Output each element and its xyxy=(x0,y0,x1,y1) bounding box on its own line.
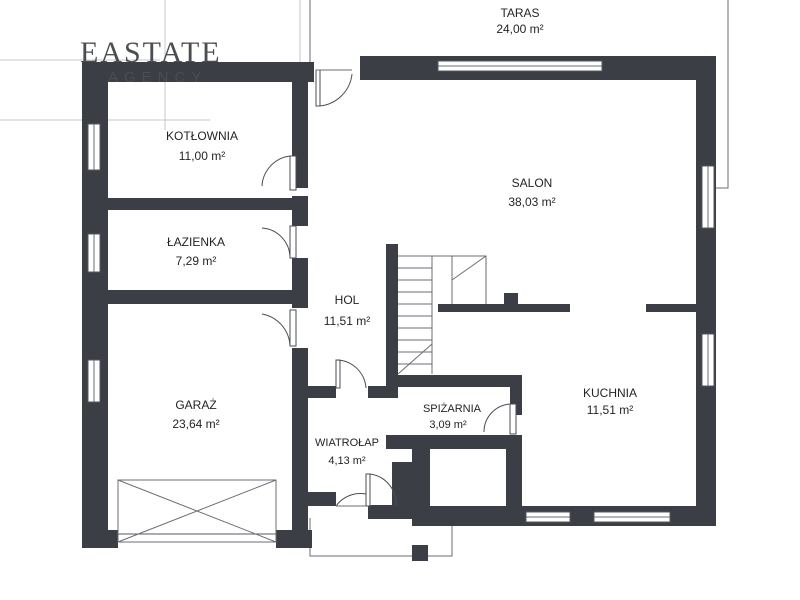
room-name-spizarnia: SPIŻARNIA xyxy=(423,402,482,415)
room-area-lazienka: 7,29 m² xyxy=(176,254,217,268)
staircase xyxy=(397,255,487,375)
door-lazienka xyxy=(261,225,297,259)
door-garaz xyxy=(261,309,297,347)
logo-subtitle: AGENCY xyxy=(108,69,207,86)
room-area-taras: 24,00 m² xyxy=(496,22,543,36)
room-name-garaz: GARAŻ xyxy=(175,398,216,412)
room-name-kotlownia: KOTŁOWNIA xyxy=(166,129,238,143)
doors xyxy=(261,69,517,507)
terrace-outline xyxy=(309,0,729,189)
room-area-spizarnia: 3,09 m² xyxy=(429,419,467,431)
room-name-hol: HOL xyxy=(335,293,360,307)
room-area-garaz: 23,64 m² xyxy=(172,417,219,431)
door-kotlownia xyxy=(261,155,297,191)
door-entrance xyxy=(365,473,397,507)
room-area-kuchnia: 11,51 m² xyxy=(587,403,633,417)
room-name-lazienka: ŁAZIENKA xyxy=(167,235,225,249)
room-area-salon: 38,03 m² xyxy=(508,195,555,209)
door-vestibule-west xyxy=(335,493,367,507)
room-name-wiatrolap: WIATROŁAP xyxy=(315,437,379,449)
room-area-wiatrolap: 4,13 m² xyxy=(328,455,366,467)
room-name-kuchnia: KUCHNIA xyxy=(583,386,637,400)
logo: EASTATE AGENCY xyxy=(80,36,222,86)
door-terrace xyxy=(315,69,353,107)
room-labels: TARAS 24,00 m² KOTŁOWNIA 11,00 m² SALON … xyxy=(166,6,637,467)
room-area-hol: 11,51 m² xyxy=(324,314,370,328)
walls xyxy=(82,56,716,548)
door-wiatrolap xyxy=(335,359,367,389)
logo-wordmark: EASTATE xyxy=(80,36,222,69)
room-name-taras: TARAS xyxy=(500,6,539,20)
room-area-kotlownia: 11,00 m² xyxy=(179,149,225,163)
door-spizarnia xyxy=(483,403,517,435)
garage-door-outline xyxy=(117,479,277,543)
room-name-salon: SALON xyxy=(512,176,553,190)
